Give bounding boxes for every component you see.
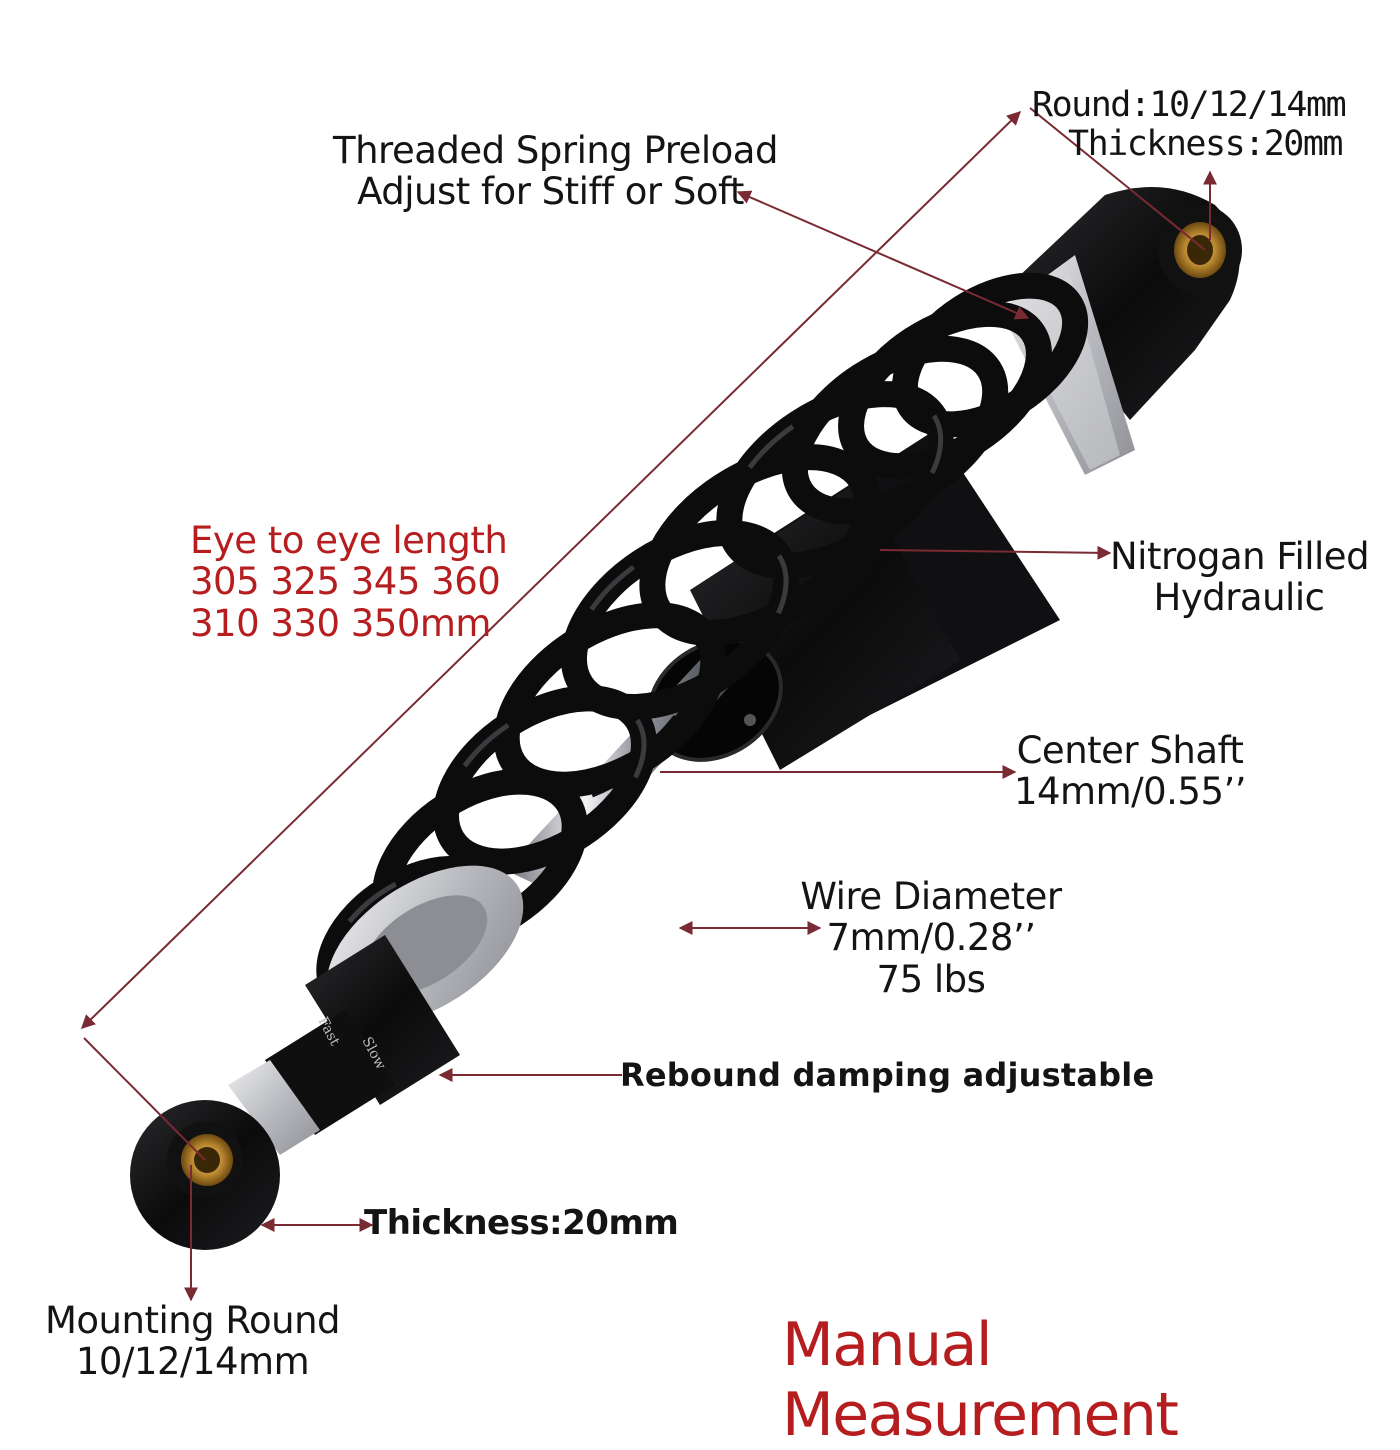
bottom-thickness-label: Thickness:20mm [364, 1203, 679, 1243]
wire-rate: 75 lbs [876, 957, 986, 1001]
top-eye-label: Round:10/12/14mm Thickness:20mm [1032, 85, 1347, 165]
bottom-eye-guide [83, 1037, 206, 1161]
shaft-label: Center Shaft 14mm/0.55’’ [1012, 730, 1248, 813]
nitrogen-line-2: Hydraulic [1153, 576, 1325, 620]
shaft-size: 14mm/0.55’’ [1013, 770, 1247, 814]
mounting-label: Mounting Round 10/12/14mm [40, 1300, 345, 1383]
wire-label: Wire Diameter 7mm/0.28’’ 75 lbs [800, 875, 1062, 1001]
top-eye-round: Round:10/12/14mm [1032, 85, 1347, 125]
top-eye-guide [1029, 107, 1206, 251]
wire-title: Wire Diameter [800, 875, 1062, 918]
nitrogen-label: Nitrogan Filled Hydraulic [1110, 535, 1370, 620]
bottom-mount-bushing [181, 1134, 233, 1186]
manual-measurement-title: Manual Measurement [782, 1310, 1179, 1450]
top-eye-thickness: Thickness:20mm [1068, 124, 1344, 165]
nitrogen-line-1: Nitrogan Filled [1110, 535, 1370, 578]
mounting-title: Mounting Round [44, 1299, 341, 1342]
preload-label: Threaded Spring Preload Adjust for Stiff… [333, 129, 778, 214]
annotation-arrows [80, 107, 1217, 1302]
length-values-1: 305 325 345 360 [190, 560, 501, 604]
length-title: Eye to eye length [190, 519, 508, 562]
length-label: Eye to eye length 305 325 345 360 310 33… [190, 519, 508, 645]
shaft-title: Center Shaft [1016, 729, 1244, 772]
lower-lock-nut [228, 1060, 320, 1155]
shock-absorber-illustration: Fast Slow [80, 107, 1242, 1302]
nitrogen-arrow [879, 545, 1112, 560]
wire-size: 7mm/0.28’’ [826, 916, 1037, 960]
preload-line-1: Threaded Spring Preload [333, 129, 778, 172]
preload-line-2: Adjust for Stiff or Soft [357, 170, 744, 214]
rebound-label: Rebound damping adjustable [620, 1056, 1155, 1094]
preload-arrow [736, 190, 1030, 320]
mounting-size: 10/12/14mm [75, 1340, 310, 1384]
length-values-2: 310 330 350mm [190, 601, 491, 645]
